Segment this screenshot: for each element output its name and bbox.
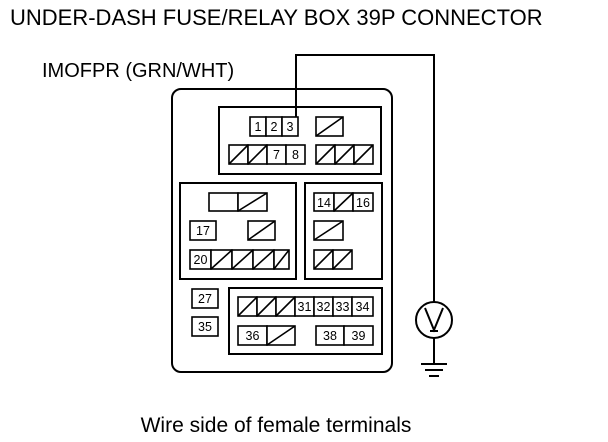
terminal-17-label: 17 <box>196 224 210 238</box>
terminal-27 <box>191 288 219 309</box>
connector-housing <box>171 88 393 373</box>
terminal-17 <box>189 220 217 241</box>
terminal-8 <box>285 144 306 165</box>
top-row-1: 1 2 3 <box>249 116 344 137</box>
unused-terminal <box>208 192 239 212</box>
wire-label: IMOFPR (GRN/WHT) <box>42 60 234 82</box>
terminal-16-label: 16 <box>356 196 370 210</box>
terminal-31-label: 31 <box>298 300 312 314</box>
diagram-title: UNDER-DASH FUSE/RELAY BOX 39P CONNECTOR <box>10 5 543 30</box>
terminal-34-label: 34 <box>356 300 370 314</box>
terminal-14-label: 14 <box>317 196 331 210</box>
terminal-3-label: 3 <box>287 120 294 134</box>
terminal-35-label: 35 <box>198 320 212 334</box>
terminal-33-label: 33 <box>336 300 350 314</box>
top-terminal-block <box>218 106 382 175</box>
terminal-3 <box>281 116 299 137</box>
top-row-2: 7 8 <box>228 144 374 165</box>
terminal-27-label: 27 <box>198 292 212 306</box>
ground-icon <box>421 363 447 377</box>
terminal-8-label: 8 <box>292 148 299 162</box>
probe-wire <box>295 54 435 302</box>
middle-left-terminal-block <box>179 182 297 280</box>
terminal-39-label: 39 <box>352 329 366 343</box>
terminal-2-label: 2 <box>271 120 278 134</box>
bottom-row-2: 36 38 39 <box>237 325 374 346</box>
terminal-39 <box>343 325 374 346</box>
terminal-16 <box>352 192 374 212</box>
terminal-20-label: 20 <box>194 253 208 267</box>
terminal-35 <box>191 316 219 337</box>
bottom-terminal-block <box>228 287 383 355</box>
terminal-32-label: 32 <box>317 300 331 314</box>
middle-right-terminal-block <box>304 182 383 280</box>
terminal-38-label: 38 <box>323 329 337 343</box>
terminal-36-label: 36 <box>246 329 260 343</box>
terminal-7-label: 7 <box>273 148 280 162</box>
voltmeter-icon <box>415 301 453 339</box>
terminal-34 <box>351 296 374 317</box>
caption: Wire side of female terminals <box>141 414 412 437</box>
terminal-1-label: 1 <box>255 120 262 134</box>
bottom-row-1: 31 32 33 34 <box>237 296 374 317</box>
